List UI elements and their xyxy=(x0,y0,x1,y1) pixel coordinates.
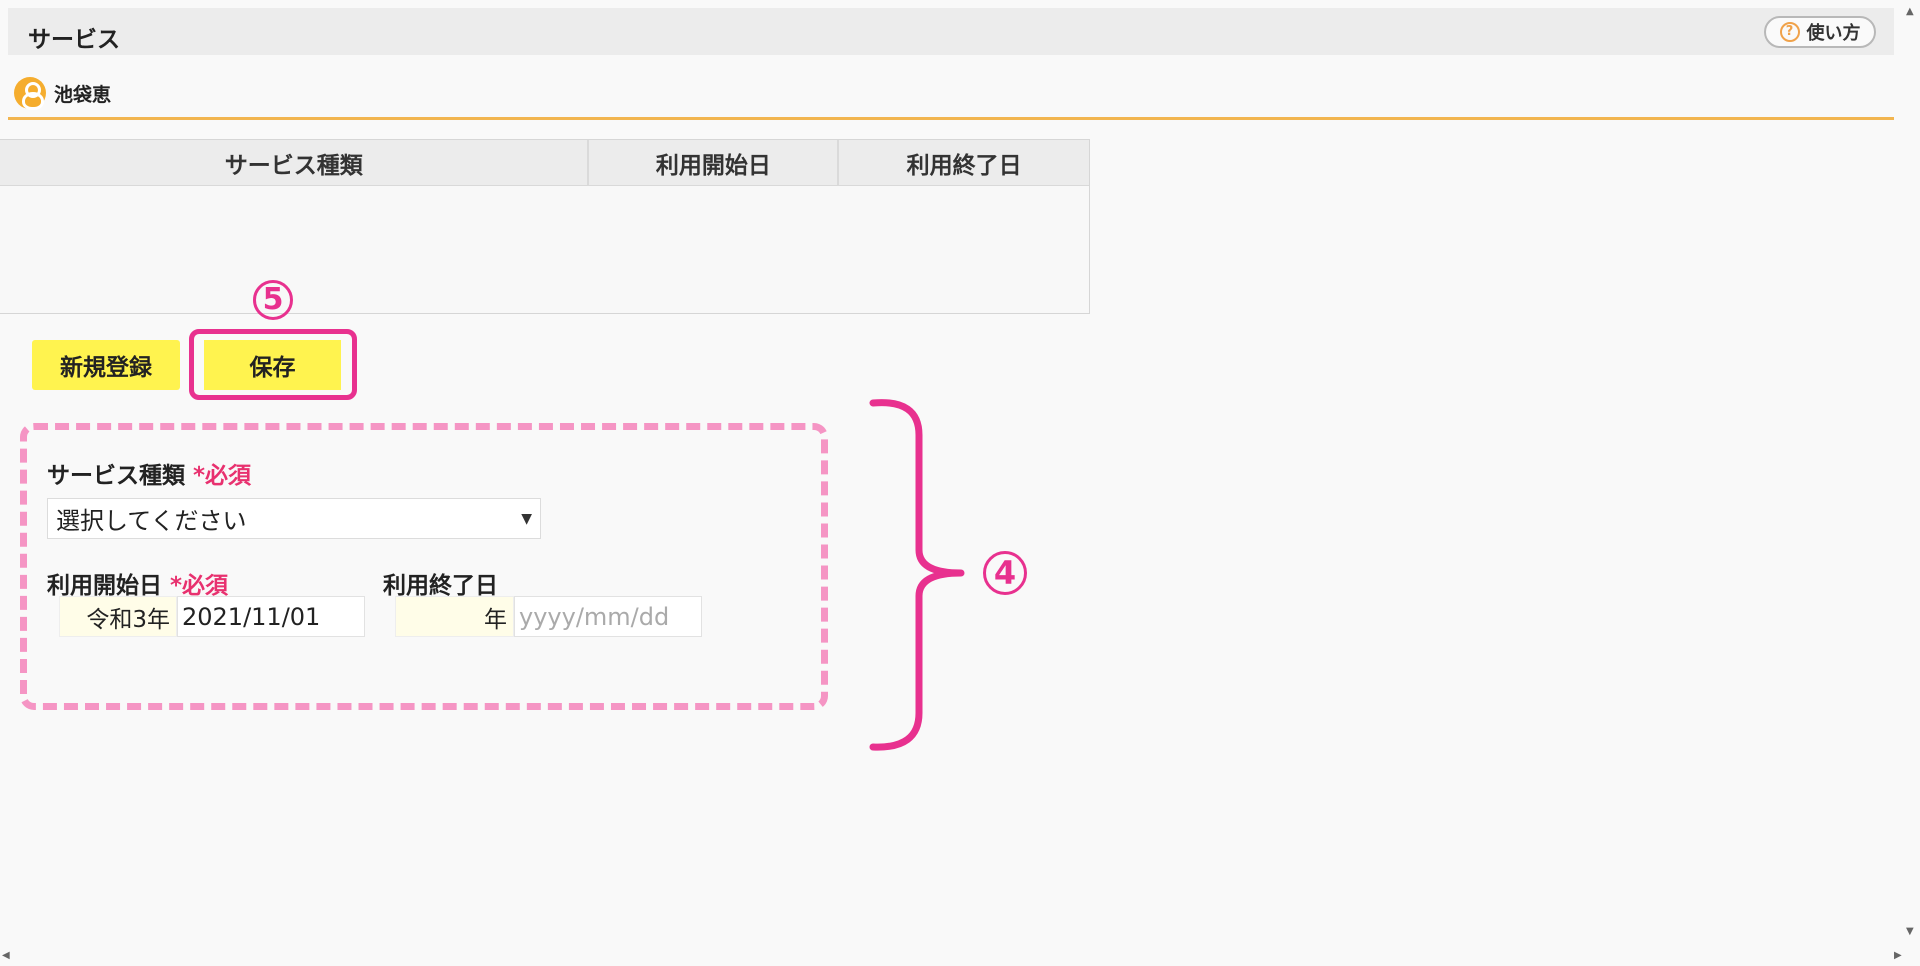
column-header-service-type[interactable]: サービス種類 xyxy=(0,140,590,185)
chevron-down-icon: ▼ xyxy=(521,510,532,527)
service-type-label-text: サービス種類 xyxy=(47,463,185,489)
start-date-group: 令和3年 xyxy=(59,596,365,637)
page-title: サービス xyxy=(28,27,120,53)
user-row: 池袋恵 xyxy=(14,76,111,110)
table-header: サービス種類 利用開始日 利用終了日 xyxy=(0,140,1089,186)
end-era-label: 年 xyxy=(395,596,514,637)
question-icon: ? xyxy=(1779,22,1800,42)
scroll-right-icon[interactable]: ▶ xyxy=(1894,950,1902,961)
end-date-input[interactable] xyxy=(514,596,702,637)
help-button[interactable]: ? 使い方 xyxy=(1764,16,1876,48)
services-table: サービス種類 利用開始日 利用終了日 xyxy=(0,139,1090,314)
scroll-left-icon[interactable]: ◀ xyxy=(2,950,10,961)
start-date-label-text: 利用開始日 xyxy=(47,573,162,599)
start-era-label: 令和3年 xyxy=(59,596,177,637)
end-date-group: 年 xyxy=(395,596,702,637)
save-highlight-frame: 保存 xyxy=(189,329,357,400)
start-date-label: 利用開始日 *必須 xyxy=(47,566,228,600)
save-button[interactable]: 保存 xyxy=(204,340,341,390)
annotation-4: 4 xyxy=(983,551,1027,595)
user-icon xyxy=(14,77,46,110)
column-header-end-date[interactable]: 利用終了日 xyxy=(906,152,1022,179)
user-name: 池袋恵 xyxy=(54,83,112,106)
bracket-annotation xyxy=(869,399,965,751)
start-date-input[interactable] xyxy=(177,596,365,637)
scroll-down-icon[interactable]: ▼ xyxy=(1906,926,1914,937)
new-registration-button[interactable]: 新規登録 xyxy=(32,340,180,390)
service-type-label: サービス種類 *必須 xyxy=(47,456,251,490)
service-type-select[interactable]: 選択してください ▼ xyxy=(47,498,541,539)
help-label: 使い方 xyxy=(1806,23,1861,44)
scroll-up-icon[interactable]: ▲ xyxy=(1906,6,1914,17)
annotation-5: 5 xyxy=(253,280,293,320)
required-badge: *必須 xyxy=(193,463,252,489)
end-date-label: 利用終了日 xyxy=(383,573,498,599)
header-divider xyxy=(8,117,1894,120)
column-header-start-date[interactable]: 利用開始日 xyxy=(589,140,840,185)
service-type-selected-value: 選択してください xyxy=(56,507,247,535)
required-badge: *必須 xyxy=(170,573,229,599)
service-form: サービス種類 *必須 選択してください ▼ 利用開始日 *必須 令和3年 利用終… xyxy=(20,423,828,710)
header-bar: サービス ? 使い方 xyxy=(8,8,1894,55)
